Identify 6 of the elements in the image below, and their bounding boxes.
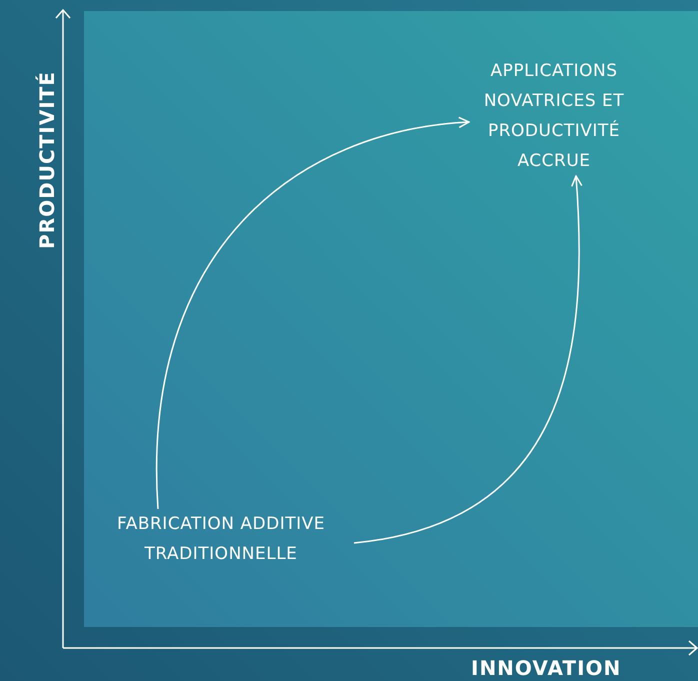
start-text: FABRICATION ADDITIVE TRADITIONNELLE <box>88 509 354 569</box>
curved-arrow <box>354 175 582 544</box>
axis-title: INNOVATION <box>471 656 622 680</box>
outcome-text: APPLICATIONS NOVATRICES ET PRODUCTIVITÉ ACCRUE <box>469 56 639 176</box>
axis-title: PRODUCTIVITÉ <box>34 71 59 249</box>
curved-arrow <box>156 117 470 510</box>
